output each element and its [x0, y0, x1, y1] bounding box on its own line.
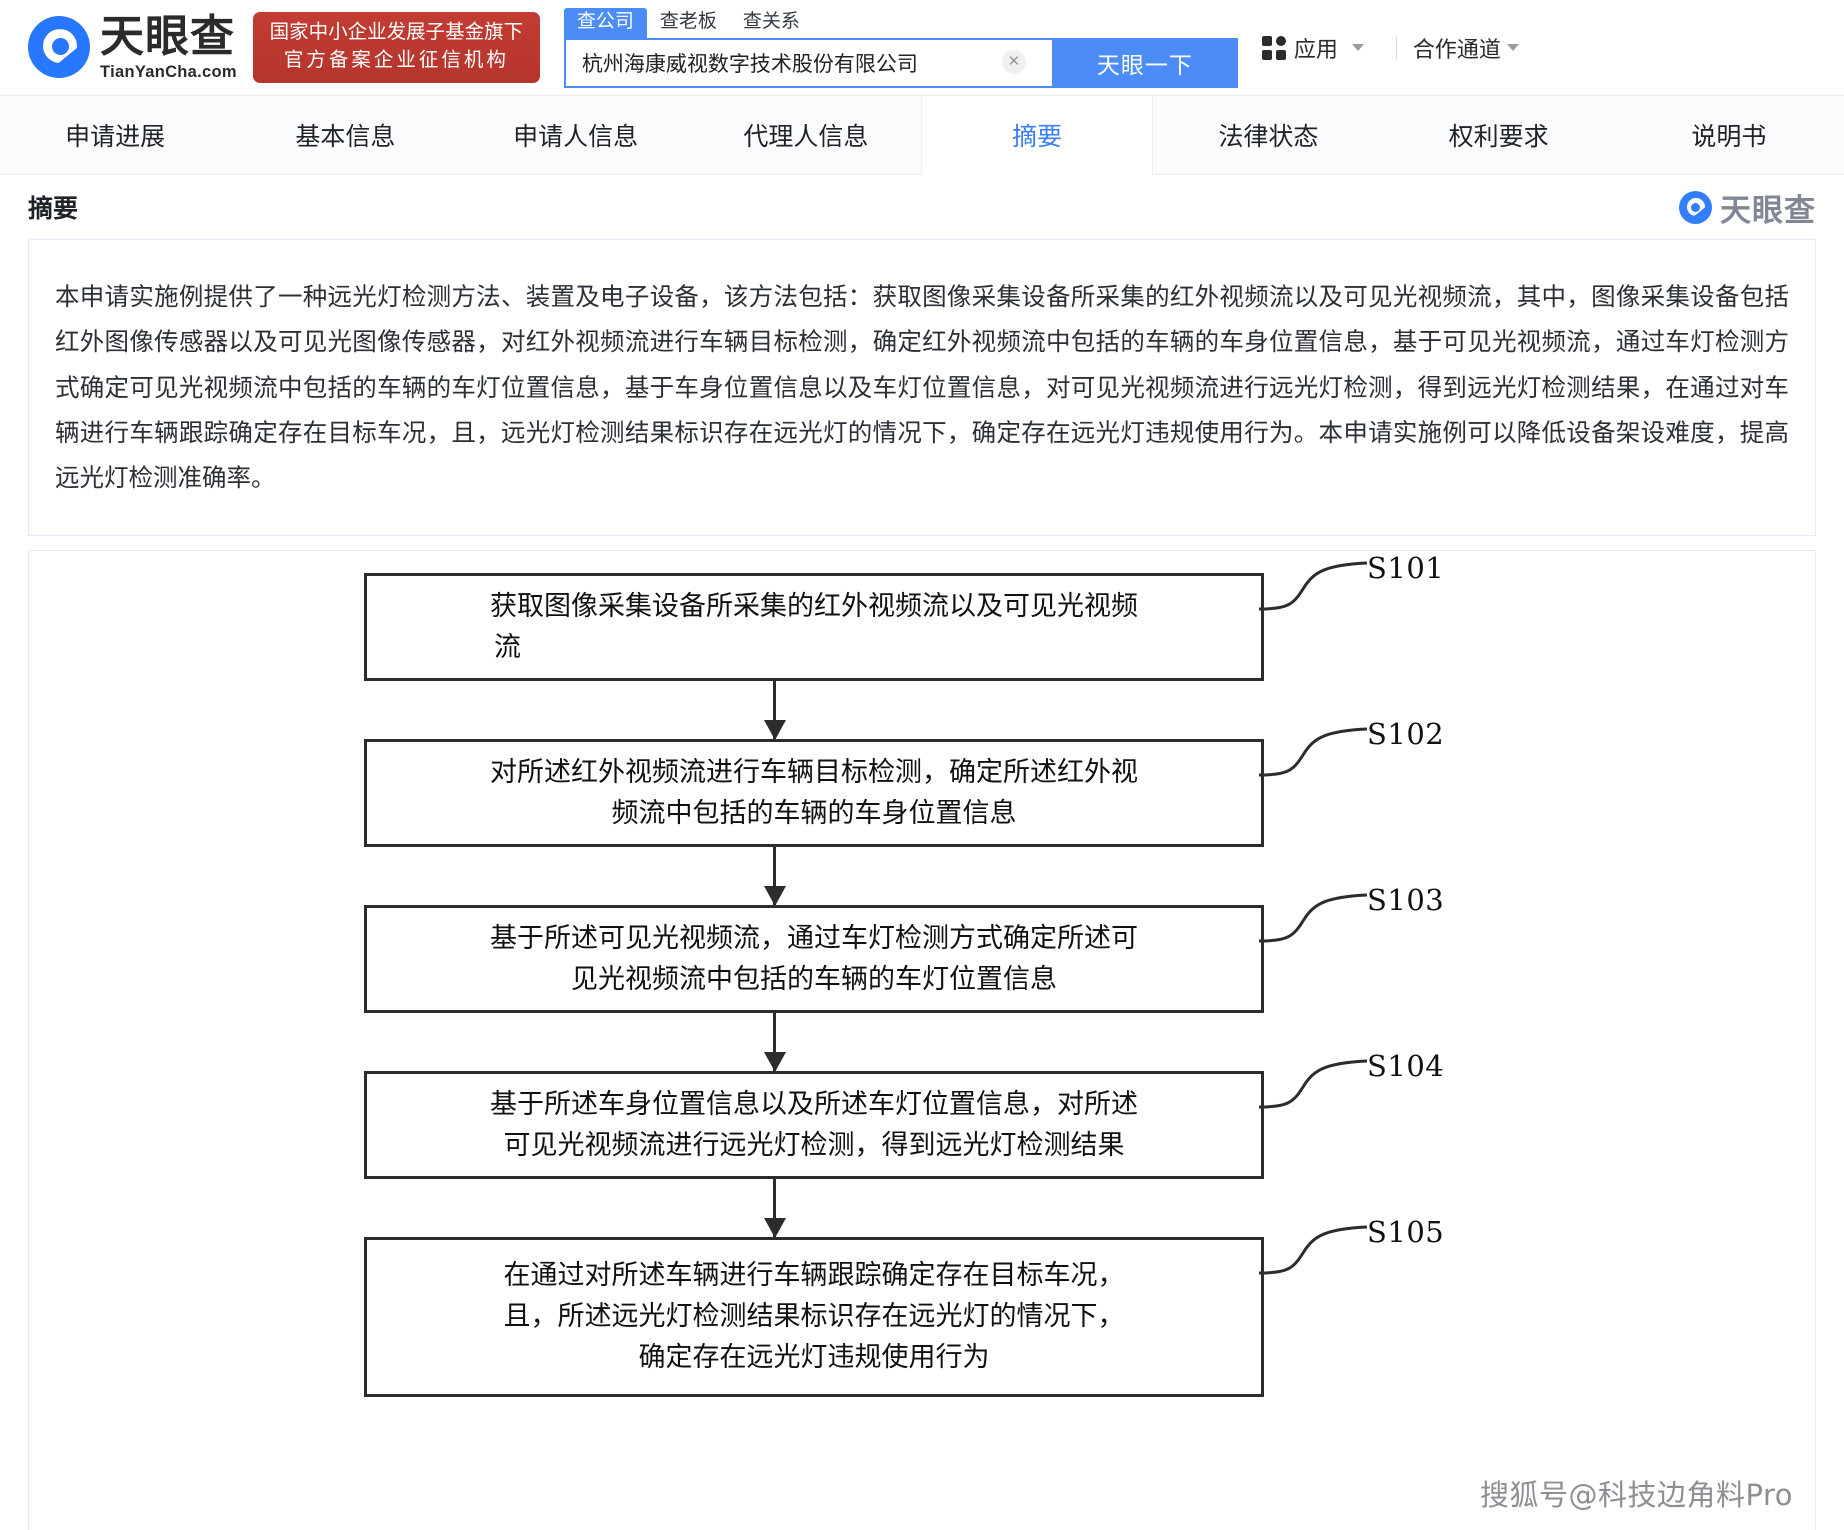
header-actions: 应用 合作通道	[1261, 32, 1519, 64]
tab-legal-status[interactable]: 法律状态	[1218, 123, 1319, 151]
tab-application-progress[interactable]: 申请进展	[65, 123, 166, 151]
flow-arrow-2	[773, 846, 776, 905]
site-header: 天眼查 TianYanCha.com 国家中小企业发展子基金旗下 官方备案企业征…	[0, 0, 1844, 95]
flow-step-s101-line-1: 获取图像采集设备所采集的红外视频流以及可见光视频	[490, 590, 1138, 622]
flow-arrow-3	[773, 1012, 776, 1071]
flow-step-s105-line-2: 且，所述远光灯检测结果标识存在远光灯的情况下，	[503, 1301, 1125, 1333]
flow-step-s103-line-2: 见光视频流中包括的车辆的车灯位置信息	[571, 963, 1057, 995]
flow-step-box-s101: 获取图像采集设备所采集的红外视频流以及可见光视频 流	[364, 572, 1264, 681]
chevron-down-icon	[1351, 44, 1364, 51]
flow-step-box-s102: 对所述红外视频流进行车辆目标检测，确定所述红外视 频流中包括的车辆的车身位置信息	[364, 738, 1264, 847]
tianyancha-logo-icon	[28, 16, 90, 79]
flow-label-hook-s102	[1258, 727, 1368, 777]
flowchart-diagram: 获取图像采集设备所采集的红外视频流以及可见光视频 流 S101 对所述红外视频流…	[29, 551, 1815, 1530]
partner-menu[interactable]: 合作通道	[1413, 32, 1519, 64]
tianyancha-watermark: 天眼查	[1679, 185, 1816, 230]
flow-step-label-s101: S101	[1367, 550, 1445, 585]
flow-step-s105-line-1: 在通过对所述车辆进行车辆跟踪确定存在目标车况，	[503, 1260, 1125, 1292]
flow-step-label-s104: S104	[1367, 1048, 1445, 1083]
section-header: 摘要 天眼查	[0, 175, 1844, 239]
chevron-down-icon	[1506, 44, 1519, 51]
search-tab-relation[interactable]: 查关系	[742, 10, 800, 32]
tab-basic-info[interactable]: 基本信息	[295, 123, 396, 151]
flow-step-s102-line-1: 对所述红外视频流进行车辆目标检测，确定所述红外视	[490, 756, 1138, 788]
tab-applicant-info[interactable]: 申请人信息	[513, 123, 639, 151]
watermark-logo-icon	[1679, 190, 1712, 224]
search-tab-boss[interactable]: 查老板	[659, 10, 717, 32]
tab-description[interactable]: 说明书	[1691, 123, 1767, 151]
site-logo[interactable]: 天眼查 TianYanCha.com	[28, 10, 237, 81]
flow-label-hook-s104	[1258, 1059, 1368, 1109]
flow-step-label-s103: S103	[1367, 882, 1445, 917]
apps-menu[interactable]: 应用	[1261, 32, 1380, 64]
flowchart-card: 获取图像采集设备所采集的红外视频流以及可见光视频 流 S101 对所述红外视频流…	[28, 549, 1816, 1530]
patent-section-tabs: 申请进展 基本信息 申请人信息 代理人信息 摘要 法律状态 权利要求 说明书	[0, 95, 1844, 175]
watermark-text: 天眼查	[1720, 192, 1816, 229]
logo-chinese-text: 天眼查	[100, 10, 235, 62]
page-watermark: 搜狐号@科技边角料Pro	[1479, 1477, 1793, 1512]
search-tab-company[interactable]: 查公司	[563, 7, 647, 38]
flow-label-hook-s101	[1258, 561, 1368, 611]
search-tab-list: 查公司 查老板 查关系	[563, 7, 1238, 38]
grid-icon	[1261, 35, 1286, 60]
flow-step-box-s103: 基于所述可见光视频流，通过车灯检测方式确定所述可 见光视频流中包括的车辆的车灯位…	[364, 904, 1264, 1013]
badge-line-2: 官方备案企业征信机构	[283, 48, 509, 71]
flow-step-s104-line-1: 基于所述车身位置信息以及所述车灯位置信息，对所述	[490, 1088, 1138, 1120]
flow-step-s102-line-2: 频流中包括的车辆的车身位置信息	[611, 797, 1017, 829]
abstract-card: 本申请实施例提供了一种远光灯检测方法、装置及电子设备，该方法包括：获取图像采集设…	[28, 239, 1816, 536]
flow-step-s101-line-2: 流	[494, 631, 521, 663]
tab-abstract[interactable]: 摘要	[921, 96, 1154, 175]
clear-search-icon[interactable]: ✕	[1001, 49, 1026, 74]
flow-step-s105-line-3: 确定存在远光灯违规使用行为	[638, 1342, 990, 1374]
flow-step-s103-line-1: 基于所述可见光视频流，通过车灯检测方式确定所述可	[490, 922, 1138, 954]
tab-claims[interactable]: 权利要求	[1448, 123, 1549, 151]
flow-step-label-s102: S102	[1367, 716, 1445, 751]
flow-step-box-s104: 基于所述车身位置信息以及所述车灯位置信息，对所述 可见光视频流进行远光灯检测，得…	[364, 1070, 1264, 1179]
apps-menu-label: 应用	[1293, 36, 1338, 62]
credentials-badge: 国家中小企业发展子基金旗下 官方备案企业征信机构	[252, 11, 540, 84]
header-divider	[1395, 35, 1397, 60]
page-title: 摘要	[28, 195, 79, 223]
search-button[interactable]: 天眼一下	[1051, 37, 1238, 88]
logo-domain-text: TianYanCha.com	[100, 62, 237, 81]
flow-step-label-s105: S105	[1367, 1214, 1445, 1249]
flow-arrow-4	[773, 1178, 776, 1237]
tab-agent-info[interactable]: 代理人信息	[743, 123, 869, 151]
flow-label-hook-s105	[1258, 1225, 1368, 1275]
search-area: 查公司 查老板 查关系 天眼一下 ✕	[563, 7, 1238, 88]
flow-label-hook-s103	[1258, 893, 1368, 943]
search-input[interactable]	[563, 37, 1052, 88]
partner-menu-label: 合作通道	[1412, 36, 1501, 62]
flow-step-box-s105: 在通过对所述车辆进行车辆跟踪确定存在目标车况， 且，所述远光灯检测结果标识存在远…	[364, 1236, 1264, 1397]
flow-arrow-1	[773, 680, 776, 739]
abstract-text: 本申请实施例提供了一种远光灯检测方法、装置及电子设备，该方法包括：获取图像采集设…	[55, 282, 1789, 493]
flow-step-s104-line-2: 可见光视频流进行远光灯检测，得到远光灯检测结果	[503, 1129, 1125, 1161]
badge-line-1: 国家中小企业发展子基金旗下	[269, 20, 524, 43]
